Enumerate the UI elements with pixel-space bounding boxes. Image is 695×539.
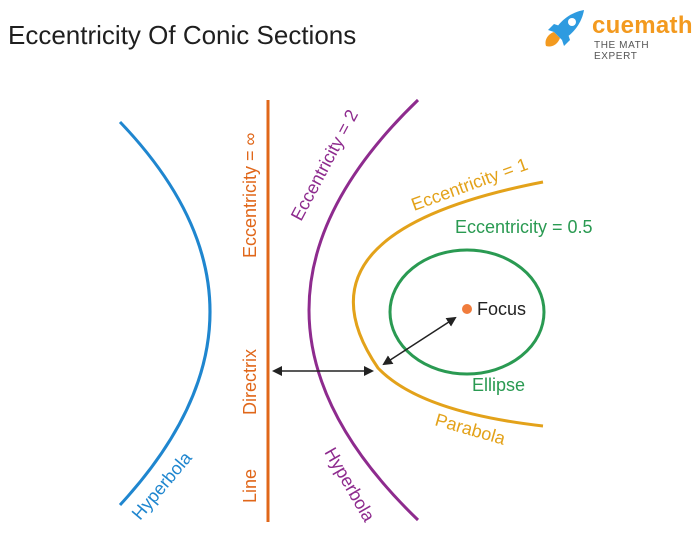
focus-distance-arrow [382, 316, 457, 366]
line-label: Line [240, 469, 260, 503]
page-title: Eccentricity Of Conic Sections [8, 20, 357, 50]
logo-wordmark: cuemath [592, 12, 693, 39]
focus-point [462, 304, 472, 314]
hyperbola-right-curve [307, 98, 420, 522]
ecc-infinity-label: Eccentricity = ∞ [240, 132, 260, 258]
ecc-1-label: Eccentricity = 1 [409, 154, 531, 215]
ellipse-curve [388, 248, 546, 376]
ecc-2-label: Eccentricity = 2 [287, 106, 362, 224]
hyperbola-right-label: Hyperbola [321, 444, 380, 526]
parabola-curve [351, 180, 544, 428]
directrix-label: Directrix [240, 349, 260, 415]
ecc-05-label: Eccentricity = 0.5 [455, 217, 593, 237]
logo-tagline: THE MATH EXPERT [594, 40, 650, 62]
ellipse-label: Ellipse [472, 375, 525, 395]
parabola-label: Parabola [433, 410, 509, 449]
rocket-icon [545, 10, 584, 47]
focus-label: Focus [477, 299, 526, 319]
hyperbola-left-curve [118, 120, 212, 507]
cuemath-logo: cuemath THE MATH EXPERT [540, 8, 693, 62]
